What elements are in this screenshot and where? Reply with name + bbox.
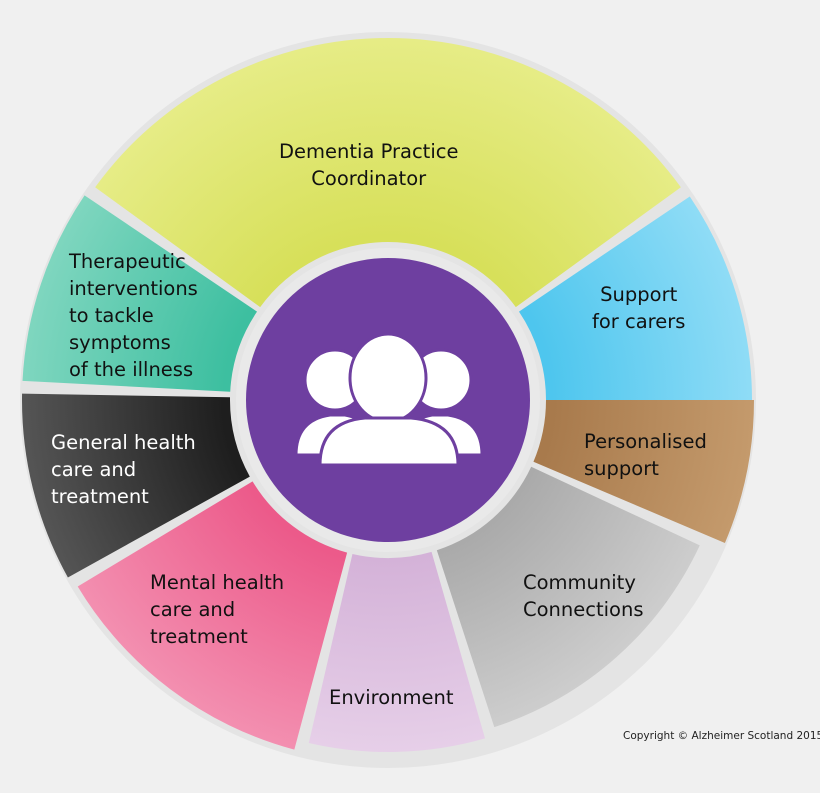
people-group-icon: [294, 332, 484, 467]
copyright-text: Copyright © Alzheimer Scotland 2015: [623, 730, 820, 742]
segment-community-connections: [436, 466, 700, 728]
segment-personalised-support: [533, 400, 754, 544]
label-environment: Environment: [329, 686, 454, 709]
segment-support-for-carers: [518, 196, 752, 400]
segment-general-health: [21, 393, 250, 578]
segment-environment: [308, 551, 486, 752]
segment-mental-health: [77, 481, 348, 750]
segment-therapeutic-interventions: [22, 195, 258, 392]
segment-dementia-practice-coordinator: [95, 38, 681, 308]
